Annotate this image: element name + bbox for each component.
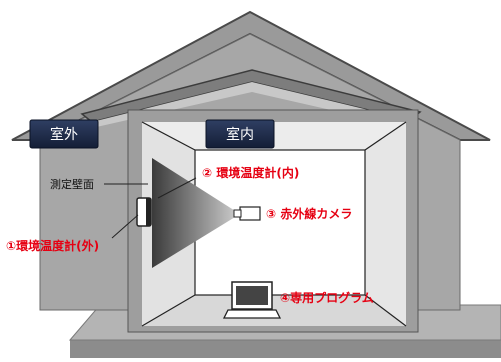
room-right-wall bbox=[365, 122, 406, 326]
outdoor-label: 室外 bbox=[50, 126, 78, 143]
indoor-label: 室内 bbox=[226, 126, 254, 143]
program-label: ④専用プログラム bbox=[280, 290, 374, 305]
measurement-wall-label: 測定壁面 bbox=[50, 177, 94, 191]
indoor-sensor-label: ② 環境温度計(内) bbox=[202, 165, 299, 180]
laptop-icon bbox=[222, 281, 282, 319]
outdoor-label-box bbox=[29, 119, 99, 149]
ir-camera-label: ③ 赤外線カメラ bbox=[266, 206, 352, 221]
camera-field-of-view bbox=[152, 158, 240, 268]
indoor-label-box bbox=[205, 119, 275, 149]
outdoor-sensor-leader bbox=[111, 214, 139, 239]
outdoor-sensor-label: ①環境温度計(外) bbox=[6, 238, 99, 253]
ir-camera-device bbox=[239, 206, 261, 221]
ir-camera-lens bbox=[233, 209, 242, 218]
foundation bbox=[70, 340, 501, 358]
inner-roof-face bbox=[92, 82, 410, 128]
outdoor-sensor-probe bbox=[146, 198, 151, 226]
indoor-sensor-leader bbox=[157, 177, 197, 199]
